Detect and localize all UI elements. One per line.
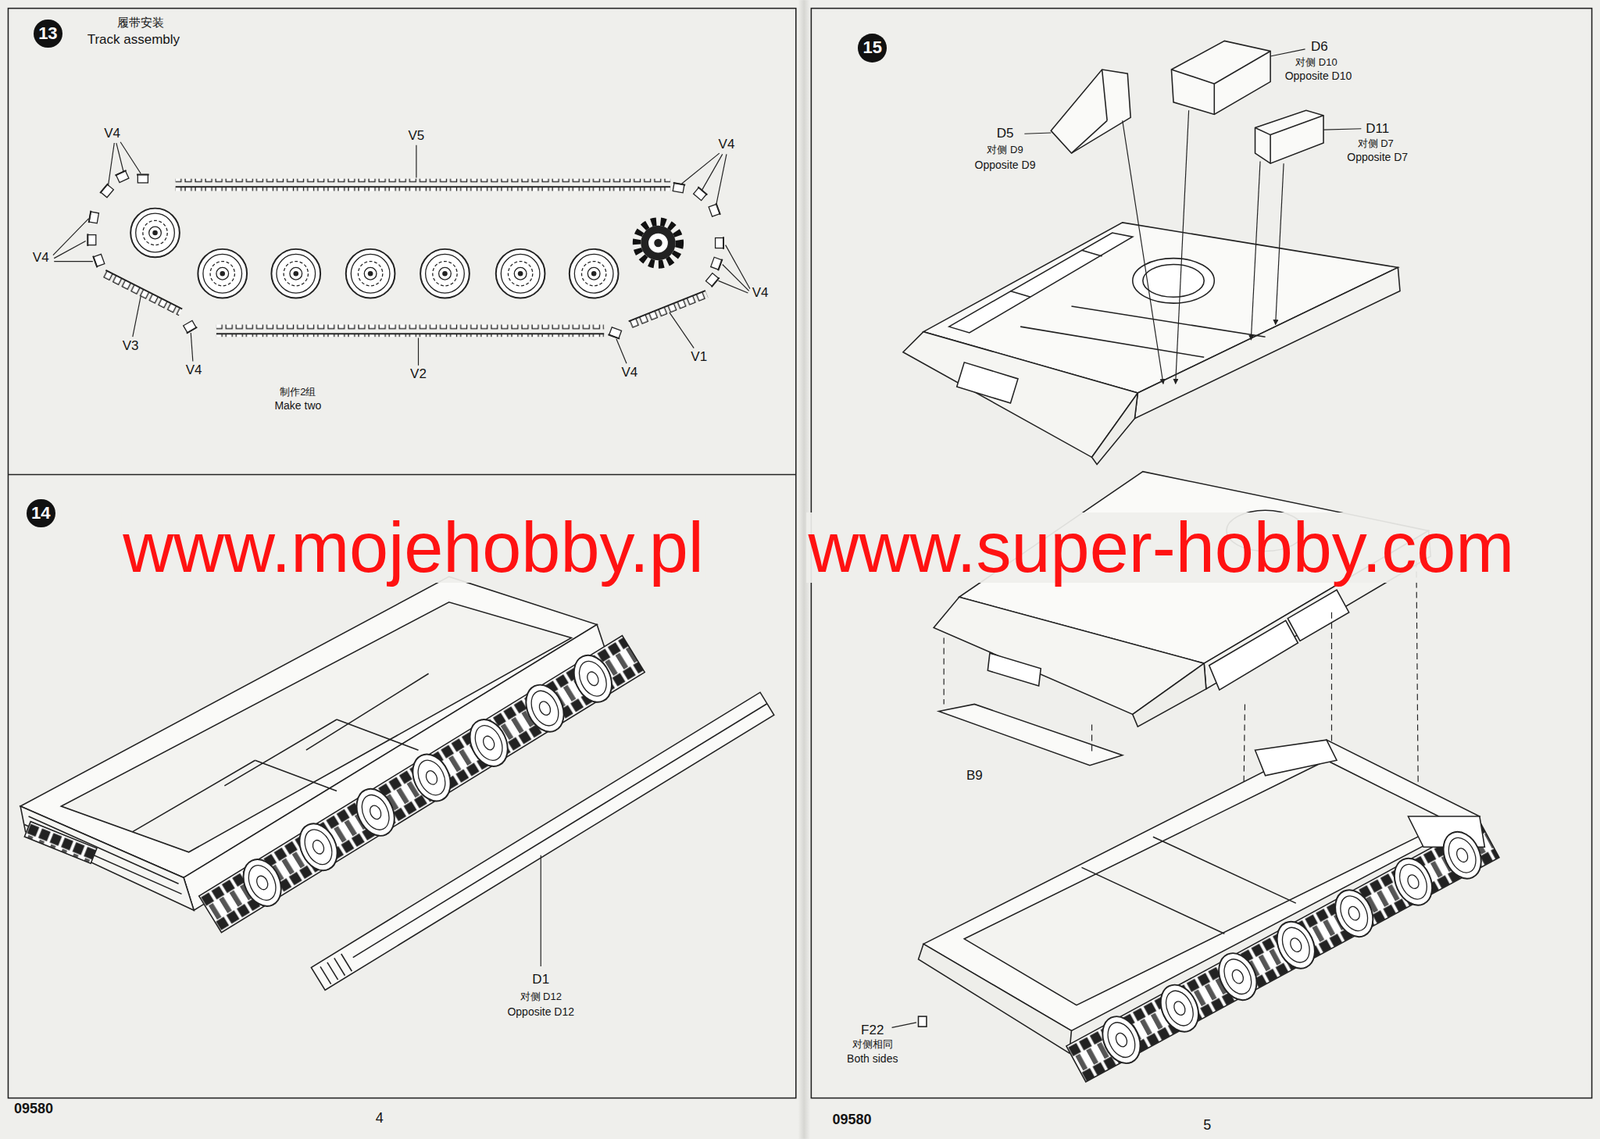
step-number: 14: [26, 499, 56, 529]
step-number-text: 15: [862, 39, 882, 57]
note: 对侧 D9: [985, 144, 1025, 156]
note: 制作2组: [278, 385, 318, 397]
part-number: V4: [184, 363, 204, 379]
part-number: V4: [102, 126, 122, 142]
part-number: V2: [408, 367, 429, 383]
part-number: V3: [121, 338, 141, 354]
catalog-number: 09580: [831, 1112, 874, 1129]
step-number: 15: [857, 33, 887, 63]
note: 对侧相同: [850, 1039, 895, 1050]
part-number: D6: [1309, 39, 1330, 55]
page-number: 5: [1201, 1117, 1213, 1134]
part-number: D5: [995, 126, 1016, 142]
note: Opposite D9: [973, 159, 1038, 172]
note: 对侧 D12: [518, 991, 564, 1003]
part-number: V4: [717, 137, 737, 153]
note: Make two: [272, 400, 323, 412]
watermark: www.super-hobby.com: [807, 512, 1517, 583]
note: Both sides: [845, 1053, 900, 1065]
note: Opposite D12: [505, 1006, 576, 1018]
note: 对侧 D7: [1356, 138, 1396, 150]
step-title: Track assembly: [85, 32, 182, 48]
part-number: B9: [964, 767, 985, 783]
step-number-text: 13: [38, 25, 58, 43]
watermark: www.mojehobby.pl: [121, 512, 706, 583]
part-number: D1: [530, 972, 551, 988]
part-number: F22: [859, 1023, 886, 1039]
part-number: V5: [406, 128, 426, 143]
step-number-text: 14: [31, 504, 50, 522]
step-number: 13: [33, 19, 63, 49]
catalog-number: 09580: [12, 1101, 55, 1118]
page-number: 4: [374, 1110, 386, 1127]
part-number: V4: [31, 250, 51, 266]
part-number: V4: [750, 285, 771, 301]
part-number: V4: [619, 364, 640, 380]
note: 对侧 D10: [1293, 57, 1339, 68]
part-number: V1: [689, 350, 709, 365]
note: Opposite D10: [1283, 70, 1354, 83]
note: Opposite D7: [1345, 152, 1410, 165]
part-number: D11: [1364, 121, 1391, 136]
step-title: 履带安装: [115, 15, 166, 29]
